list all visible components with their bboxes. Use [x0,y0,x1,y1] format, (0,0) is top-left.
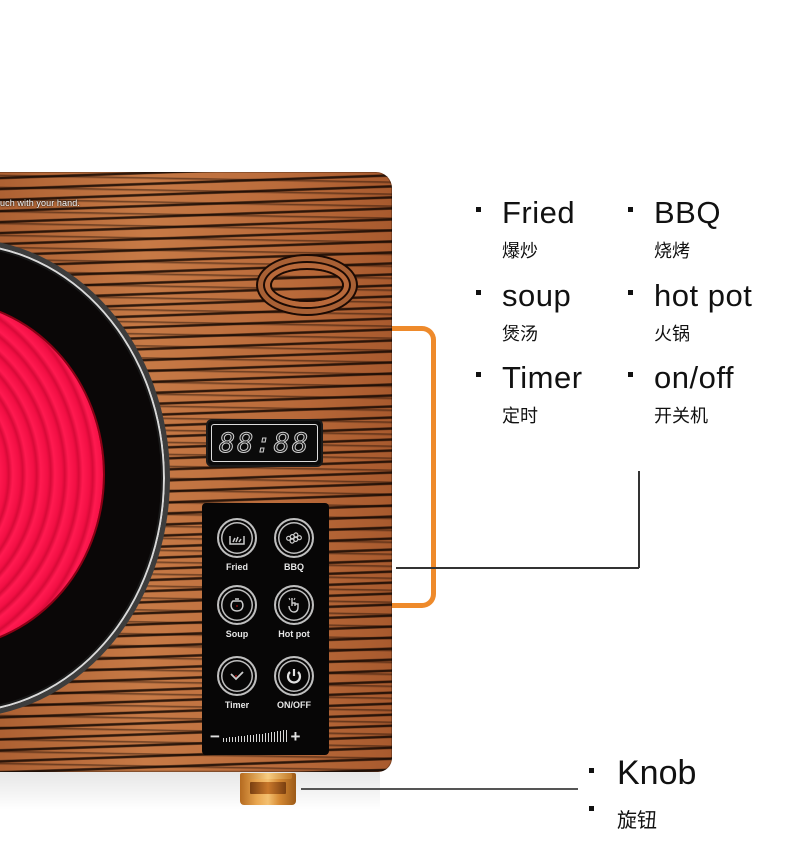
display-digits: 88:88 [211,424,318,462]
fried-label: Fried [225,562,248,572]
bullet-icon [589,806,594,811]
fry-pan-icon [229,536,245,545]
timer-button[interactable] [217,656,257,696]
bullet-icon [476,372,481,377]
hand-touch-icon [288,597,299,613]
panel-shadow [0,770,380,810]
pot-icon [230,598,244,612]
bullet-icon [628,207,633,212]
increase-power[interactable]: + [290,726,301,746]
power-slider[interactable]: − + [210,726,322,746]
bbq-label: BBQ [284,562,304,572]
clock-icon [230,671,244,681]
bullet-icon [476,207,481,212]
callout-line-panel-v [638,471,640,568]
warning-text: uch with your hand. [0,198,80,208]
timer-label: Timer [224,700,250,710]
bullet-icon [628,372,633,377]
led-display: 88:88 [208,421,321,465]
soup-label: Soup [225,629,249,639]
hotpot-label: Hot pot [278,629,310,639]
callout-line-panel-h [396,567,639,569]
callout-line-knob [301,788,578,790]
knob-slot [250,782,286,794]
hotpot-button[interactable] [274,585,314,625]
bbq-button[interactable] [274,518,314,558]
onoff-button[interactable] [274,656,314,696]
bullet-icon [476,290,481,295]
cooktop-handle [392,326,436,608]
decrease-power[interactable]: − [210,726,220,746]
power-level-ticks [222,730,288,742]
soup-button[interactable] [217,585,257,625]
control-knob[interactable] [240,773,296,805]
bullet-icon [628,290,633,295]
grill-icon [286,532,302,544]
wood-knot [270,268,344,302]
onoff-label: ON/OFF [277,700,311,710]
power-icon [286,669,302,684]
bullet-icon [589,768,594,773]
fried-button[interactable] [217,518,257,558]
